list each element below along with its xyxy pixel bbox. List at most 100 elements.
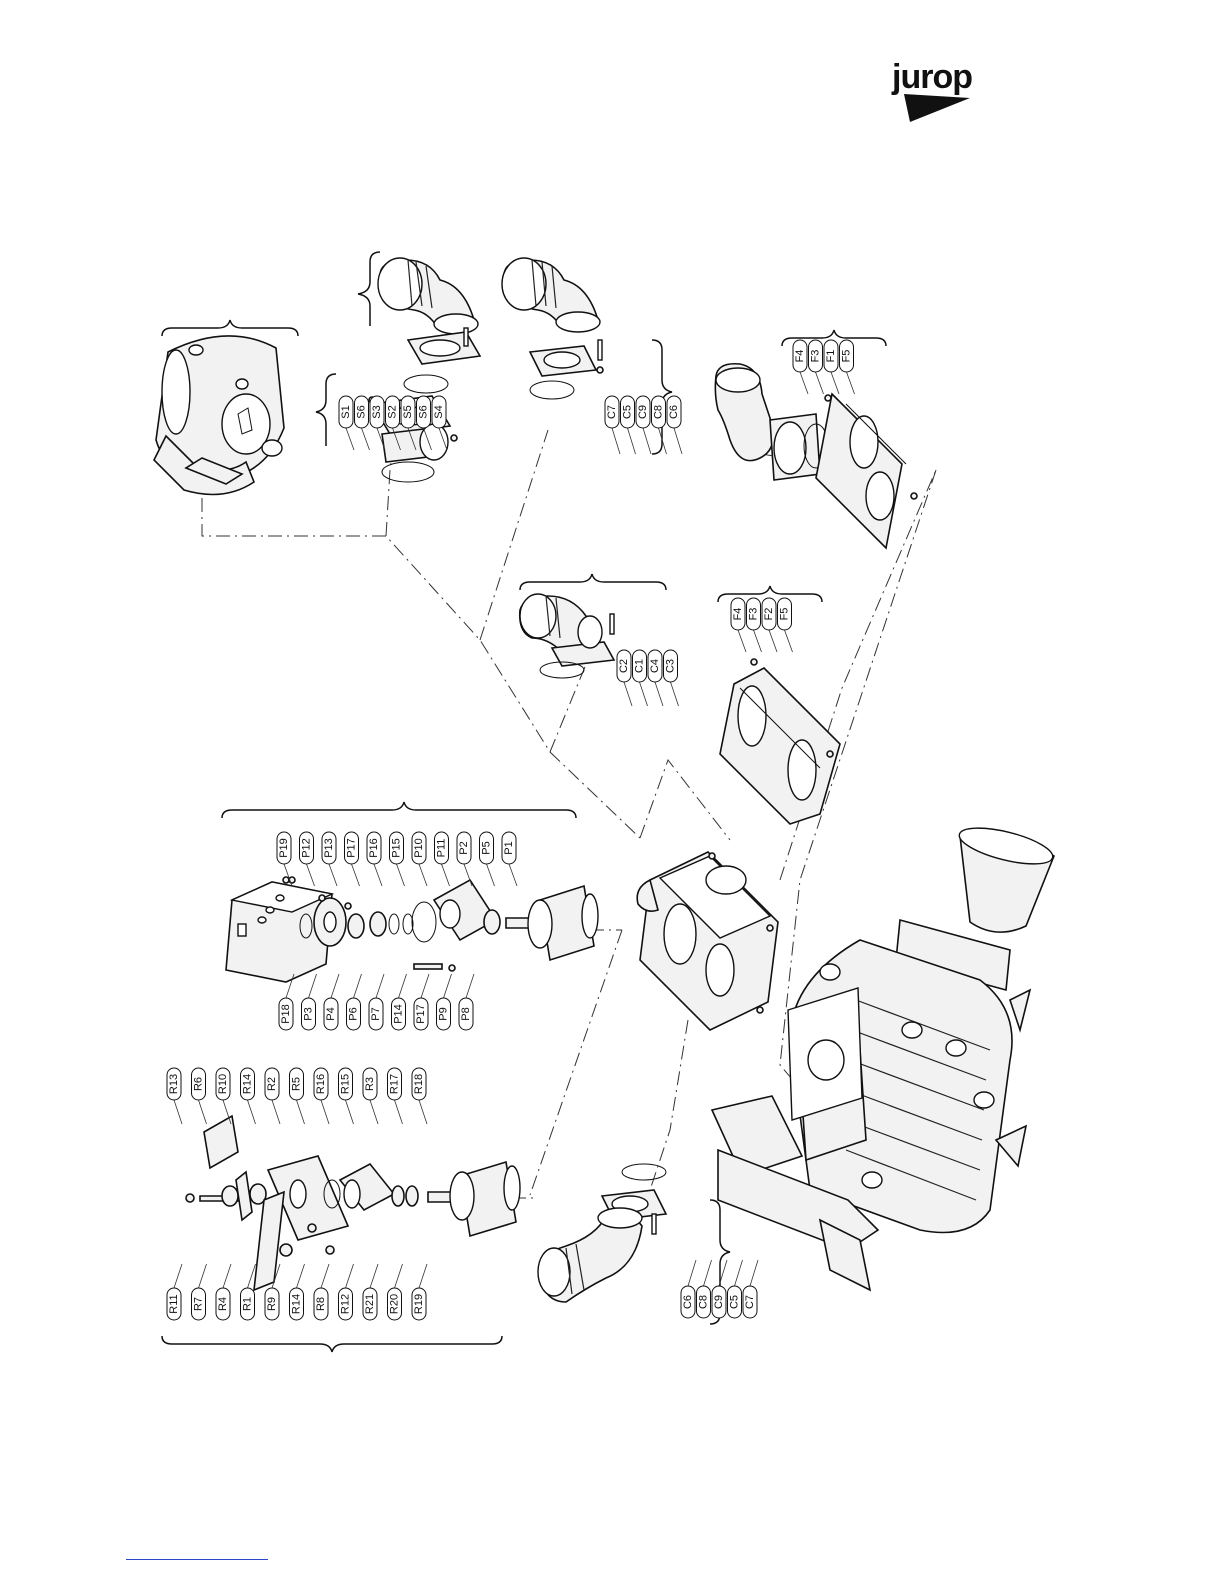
part-label-text: R3 xyxy=(364,1077,376,1091)
part-label-text: P2 xyxy=(458,841,470,854)
c-lower-elbow-assembly xyxy=(538,1164,666,1302)
part-label-text: R8 xyxy=(315,1297,327,1311)
part-label-p-bottom-7: P9 xyxy=(437,974,452,1030)
part-label-text: P10 xyxy=(413,838,425,858)
part-label-text: C6 xyxy=(682,1295,694,1309)
part-label-c-mid-3: C3 xyxy=(664,650,679,706)
part-label-r-bottom-10: R19 xyxy=(412,1264,427,1320)
part-label-f-upper-0: F4 xyxy=(793,340,808,394)
part-label-text: F4 xyxy=(732,608,744,621)
part-label-p-top-6: P10 xyxy=(412,832,427,886)
part-label-r-bottom-8: R21 xyxy=(363,1264,378,1320)
part-label-c-mid-2: C4 xyxy=(648,650,663,706)
part-label-text: P7 xyxy=(370,1007,382,1020)
part-label-text: P18 xyxy=(280,1004,292,1024)
part-label-text: R11 xyxy=(168,1294,180,1313)
part-label-p-top-3: P17 xyxy=(345,832,360,886)
part-label-r-top-9: R17 xyxy=(388,1068,403,1124)
part-label-text: C8 xyxy=(698,1295,710,1309)
part-label-f-upper-2: F1 xyxy=(824,340,839,394)
part-label-f-mid-0: F4 xyxy=(731,598,746,652)
part-label-s-1: S6 xyxy=(355,396,370,450)
part-label-r-top-4: R2 xyxy=(265,1068,280,1124)
part-label-text: R7 xyxy=(193,1297,205,1311)
part-label-text: C7 xyxy=(744,1295,756,1309)
part-label-text: C6 xyxy=(668,405,680,419)
part-label-text: C1 xyxy=(634,659,646,673)
part-label-s-0: S1 xyxy=(339,396,354,450)
part-label-text: F3 xyxy=(810,350,822,363)
part-label-text: P5 xyxy=(481,841,493,854)
part-label-text: C9 xyxy=(637,405,649,419)
part-label-text: P19 xyxy=(278,838,290,858)
part-label-r-top-6: R16 xyxy=(314,1068,329,1124)
part-label-c-upper-0: C7 xyxy=(605,396,620,454)
part-label-f-mid-2: F2 xyxy=(762,598,777,652)
part-label-p-top-10: P1 xyxy=(502,832,517,886)
part-label-text: P11 xyxy=(436,839,448,858)
part-label-text: F4 xyxy=(794,350,806,363)
part-label-text: C7 xyxy=(606,405,618,419)
part-label-r-bottom-6: R8 xyxy=(314,1264,329,1320)
part-label-text: F5 xyxy=(841,350,853,363)
part-label-r-top-3: R14 xyxy=(241,1068,256,1124)
part-label-c-upper-4: C6 xyxy=(667,396,682,454)
part-label-text: S1 xyxy=(340,405,352,418)
s-group-assembly xyxy=(369,258,480,482)
part-label-text: P8 xyxy=(460,1007,472,1020)
part-label-text: P17 xyxy=(346,838,358,858)
part-label-c-mid-1: C1 xyxy=(633,650,648,706)
part-label-text: P9 xyxy=(438,1007,450,1020)
part-label-text: P4 xyxy=(325,1007,337,1020)
part-label-text: R18 xyxy=(413,1074,425,1094)
part-label-p-bottom-1: P3 xyxy=(302,974,317,1030)
part-label-text: P16 xyxy=(368,838,380,858)
r-group-assembly xyxy=(186,1116,520,1290)
part-label-c-upper-2: C9 xyxy=(636,396,651,454)
part-label-text: F2 xyxy=(763,608,775,621)
part-label-c-upper-1: C5 xyxy=(621,396,636,454)
f-mid-flange-assembly xyxy=(720,659,840,824)
main-pump-body xyxy=(712,821,1056,1290)
part-label-text: R6 xyxy=(193,1077,205,1091)
part-label-text: R20 xyxy=(389,1294,401,1314)
part-label-r-top-10: R18 xyxy=(412,1068,427,1124)
part-label-text: R4 xyxy=(217,1297,229,1311)
part-label-text: C4 xyxy=(649,659,661,673)
part-label-p-top-2: P13 xyxy=(322,832,337,886)
part-label-p-bottom-5: P14 xyxy=(392,974,407,1030)
part-label-text: F1 xyxy=(825,350,837,363)
part-label-text: C3 xyxy=(665,659,677,673)
part-label-c-mid-0: C2 xyxy=(617,650,632,706)
p-group-assembly xyxy=(226,877,598,982)
part-label-text: R19 xyxy=(413,1294,425,1314)
part-label-c-lower-1: C8 xyxy=(697,1260,712,1318)
part-label-text: R16 xyxy=(315,1074,327,1094)
c-mid-elbow-assembly xyxy=(520,594,614,678)
part-label-p-top-1: P12 xyxy=(300,832,315,886)
part-label-r-top-7: R15 xyxy=(339,1068,354,1124)
part-label-text: R14 xyxy=(291,1294,303,1314)
part-label-text: R10 xyxy=(217,1074,229,1094)
part-label-text: R14 xyxy=(242,1074,254,1094)
part-label-p-bottom-4: P7 xyxy=(369,974,384,1030)
part-label-r-bottom-3: R1 xyxy=(241,1264,256,1320)
part-label-c-upper-3: C8 xyxy=(652,396,667,454)
part-label-f-upper-3: F5 xyxy=(840,340,855,394)
part-label-text: P13 xyxy=(323,838,335,858)
part-label-c-lower-4: C7 xyxy=(743,1260,758,1318)
part-label-text: S5 xyxy=(402,405,414,418)
part-label-text: P12 xyxy=(301,838,313,858)
f-upper-flange-assembly xyxy=(715,364,917,548)
part-label-text: P6 xyxy=(348,1007,360,1020)
part-label-text: R21 xyxy=(364,1294,376,1314)
part-label-r-bottom-2: R4 xyxy=(216,1264,231,1320)
part-label-text: S4 xyxy=(433,405,445,418)
part-label-text: C5 xyxy=(729,1295,741,1309)
part-label-text: S2 xyxy=(387,405,399,418)
part-label-p-bottom-2: P4 xyxy=(324,974,339,1030)
part-label-p-bottom-3: P6 xyxy=(347,974,362,1030)
part-label-text: P15 xyxy=(391,838,403,858)
part-label-p-bottom-6: P17 xyxy=(414,974,429,1030)
part-label-r-top-0: R13 xyxy=(167,1068,182,1124)
